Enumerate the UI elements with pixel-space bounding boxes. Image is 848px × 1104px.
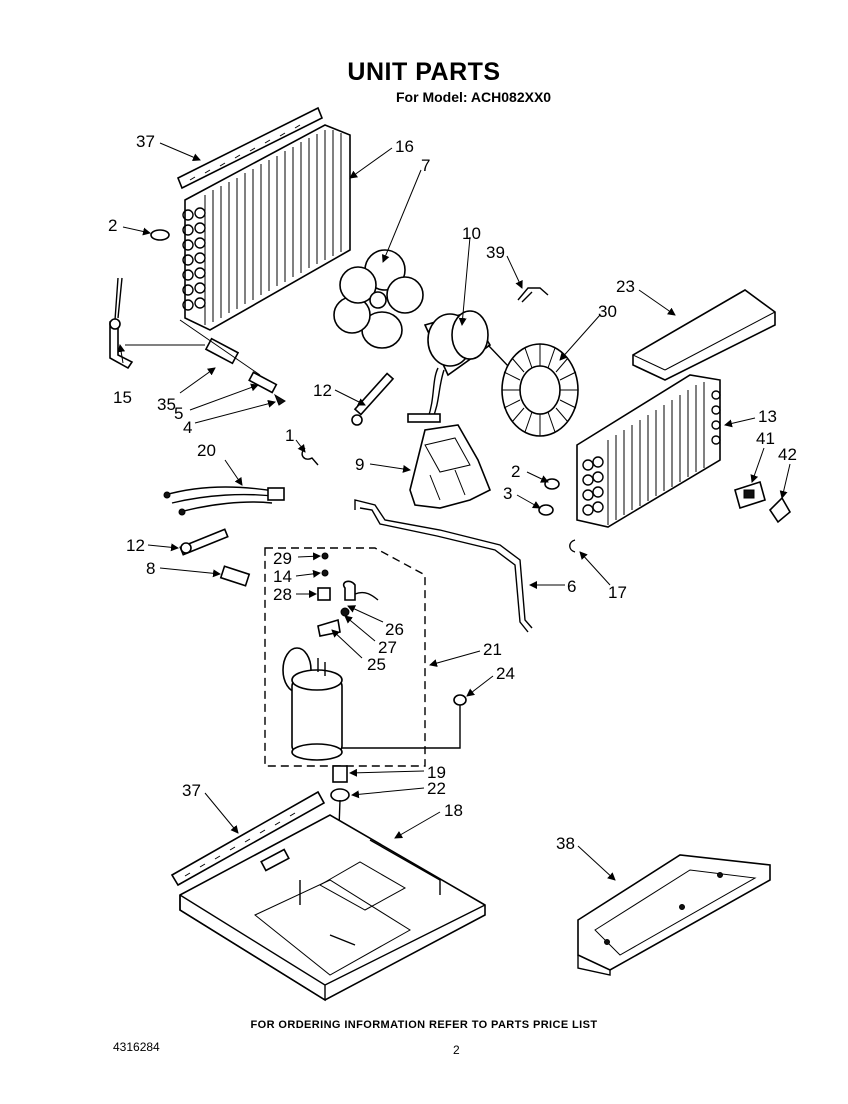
callout-26: 26 [385,620,404,639]
callout-23: 23 [616,277,635,296]
callout-17: 17 [608,583,627,602]
callout-1: 1 [285,426,294,445]
callout-27: 27 [378,638,397,657]
cover-panel-part [632,289,776,381]
callout-5: 5 [174,404,183,423]
base-pan-part [179,814,486,1002]
grommet-part [219,565,251,587]
switch-bracket-part [734,480,792,524]
callout-25: 25 [367,655,386,674]
clip-right-lower-part [538,504,554,516]
callout-21: 21 [483,640,502,659]
drain-tube-part [109,277,134,370]
document-number: 4316284 [113,1040,160,1054]
callout-12-top: 12 [313,381,332,400]
callout-28: 28 [273,585,292,604]
callout-30: 30 [598,302,617,321]
callout-16: 16 [395,137,414,156]
callout-13: 13 [758,407,777,426]
clip-part [150,229,170,241]
callout-2-left: 2 [108,216,117,235]
callout-42: 42 [778,445,797,464]
drain-pan-part [577,854,771,976]
wire-harness-part [163,486,285,516]
callout-19: 19 [427,763,446,782]
mounting-bolt-part [330,788,350,802]
small-clip-part [569,539,576,553]
callout-38: 38 [556,834,575,853]
callout-41: 41 [756,429,775,448]
callout-10: 10 [462,224,481,243]
callout-3: 3 [503,484,512,503]
insulator-top-part [351,372,395,426]
seal-strip-bottom-part [170,790,326,887]
callout-12-left: 12 [126,536,145,555]
model-subtitle: For Model: ACH082XX0 [396,89,552,105]
page-number: 2 [453,1043,460,1057]
motor-mount-part [409,424,492,509]
insulator-left-part [179,528,229,556]
callout-24: 24 [496,664,515,683]
compressor-assembly-part [264,547,467,767]
callout-39: 39 [486,243,505,262]
fan-motor-part [407,310,511,423]
callout-9: 9 [355,455,364,474]
callout-4: 4 [183,418,192,437]
callout-labels: 37 2 16 7 10 39 23 30 13 41 42 2 3 17 6 … [108,132,797,853]
callout-37-top: 37 [136,132,155,151]
callout-7: 7 [421,156,430,175]
callout-18: 18 [444,801,463,820]
fan-blade-part [333,249,424,349]
seal-strip-top-part [176,106,324,190]
evaporator-coil-part [182,124,351,331]
mounting-sleeve-part [332,765,348,783]
ordering-note: FOR ORDERING INFORMATION REFER TO PARTS … [250,1019,598,1031]
callout-29: 29 [273,549,292,568]
callout-20: 20 [197,441,216,460]
callout-35: 35 [157,395,176,414]
clip-right-part [544,478,560,490]
condenser-coil-part [576,374,721,528]
callout-2-right: 2 [511,462,520,481]
callout-37-bottom: 37 [182,781,201,800]
callout-6: 6 [567,577,576,596]
page-title: UNIT PARTS [347,58,501,86]
callout-8: 8 [146,559,155,578]
callout-15: 15 [113,388,132,407]
motor-bracket-part [517,287,549,303]
leader-lines [117,142,791,881]
callout-14: 14 [273,567,292,586]
blower-wheel-part [501,343,579,437]
sensor-assembly-part [125,319,286,406]
callout-22: 22 [427,779,446,798]
capillary-tube-part [354,499,533,633]
